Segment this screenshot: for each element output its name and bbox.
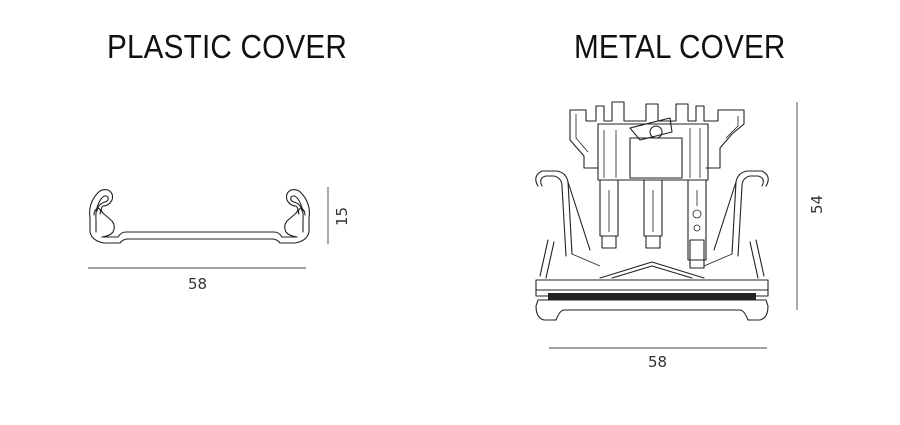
metal-width-label: 58 (648, 353, 668, 371)
metal-cover-profile (535, 101, 769, 321)
plastic-height-label: 15 (333, 206, 351, 226)
metal-height-label: 54 (808, 194, 826, 214)
plastic-width-label: 58 (188, 275, 208, 293)
metal-cover-title: METAL COVER (574, 28, 786, 65)
plastic-cover-profile (89, 189, 310, 244)
plastic-cover-title: PLASTIC COVER (107, 28, 348, 65)
